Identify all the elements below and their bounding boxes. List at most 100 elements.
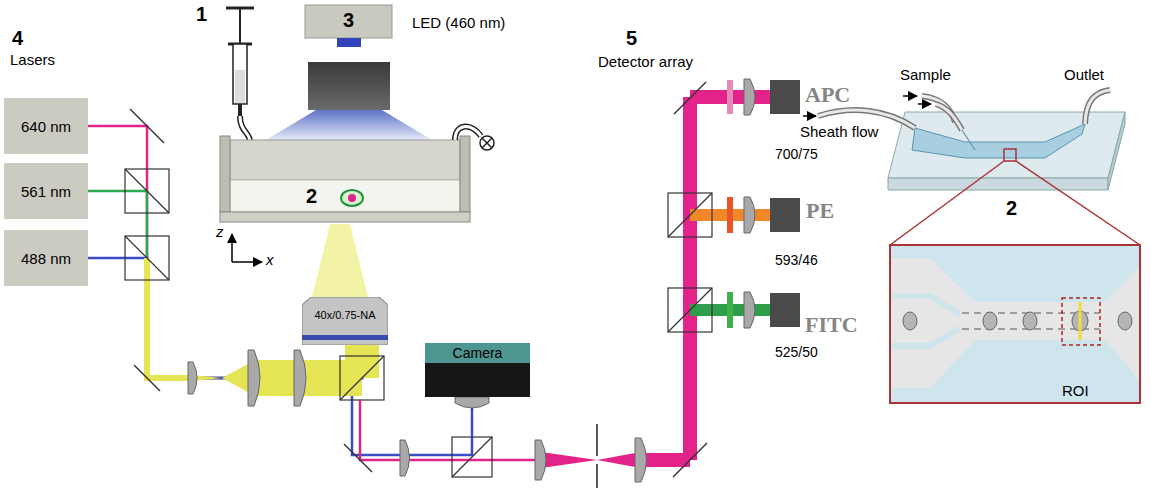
dichroic-cube: [668, 288, 712, 332]
flow-arrow: [918, 103, 931, 105]
flow-label-holder: Sample: [900, 67, 951, 83]
channel-name-holder: PE: [806, 200, 834, 222]
callout-number-holder: 3: [343, 10, 354, 30]
axis-label: x: [266, 252, 274, 267]
axis-label-holder: x: [266, 252, 274, 268]
part-label: LED (460 nm): [412, 15, 505, 30]
chip-lid: [230, 140, 460, 180]
mirror: [673, 443, 707, 477]
objective-outline: [302, 297, 388, 345]
inset-panel: [890, 245, 1140, 403]
detector: [770, 198, 800, 232]
callout-number: 3: [343, 10, 354, 30]
laser-box: 640 nm: [4, 98, 88, 154]
node-text: 40x/0.75-NA: [302, 309, 388, 321]
camera-box: Camera: [425, 343, 530, 397]
flow-label-holder: Outlet: [1064, 67, 1104, 83]
emission-beam: [541, 452, 597, 468]
part-label-holder: Lasers: [10, 52, 55, 68]
beam-splitter-diagonal: [452, 437, 492, 477]
zoom-line: [890, 161, 1004, 245]
region-label-holder: ROI: [1062, 383, 1089, 399]
chip-wall: [460, 136, 470, 212]
flow-arrow: [903, 95, 917, 97]
node-text: 561 nm: [19, 183, 73, 200]
valve-cross: [482, 138, 492, 148]
chip-channel: [230, 180, 460, 212]
cell: [1118, 312, 1132, 330]
cell: [341, 190, 363, 206]
channel-wall: [891, 296, 960, 314]
dichroic-cube: [668, 193, 712, 237]
condenser-block: [308, 62, 390, 110]
sample-tube: [936, 104, 962, 130]
led-light-cone: [266, 110, 432, 140]
chip-top: [888, 112, 1125, 178]
cell: [983, 312, 997, 330]
flow-arrow: [803, 115, 816, 117]
region-label: ROI: [1062, 383, 1089, 398]
part-label: Lasers: [10, 52, 55, 67]
emission-beam: [597, 453, 635, 467]
filter: [727, 292, 733, 328]
dichroic-diagonal: [668, 193, 712, 237]
zoom-line: [1016, 161, 1140, 245]
lens: [188, 362, 197, 394]
syringe-barrel: [233, 44, 247, 104]
lens: [400, 440, 410, 476]
beam-splitter-diagonal: [125, 169, 169, 213]
lens: [635, 438, 647, 482]
syringe-needle: [238, 104, 242, 116]
flow-label: Sheath flow: [800, 124, 878, 139]
callout-number-holder: 1: [196, 4, 207, 24]
callout-number: 2: [306, 186, 317, 206]
callout-number-holder: 5: [626, 28, 637, 48]
excitation-glow: [312, 224, 368, 297]
beam-splitter: [452, 437, 492, 477]
channel-wall: [891, 328, 960, 346]
laser-line: [1079, 302, 1082, 340]
inlet-tube: [240, 116, 250, 142]
axis-label: z: [216, 224, 224, 239]
axis-arrow: [232, 261, 262, 263]
beam-splitter-diagonal: [125, 236, 169, 280]
filter-band-holder: 593/46: [775, 252, 818, 268]
axis-label-holder: z: [216, 224, 224, 240]
roi-box: [1062, 298, 1100, 345]
filter-band-holder: 525/50: [775, 344, 818, 360]
beam-splitter: [125, 236, 169, 280]
filter: [727, 197, 733, 233]
axis-arrow: [231, 234, 233, 262]
node-text: Camera: [425, 343, 530, 363]
inlet-tube-core: [240, 116, 250, 142]
dichroic-diagonal: [340, 356, 384, 400]
channel-name: PE: [806, 200, 834, 222]
callout-number-holder: 2: [306, 186, 317, 206]
lens: [744, 197, 755, 233]
objective-band: [302, 335, 388, 340]
channel-name: FITC: [805, 314, 858, 336]
beam-splitter: [125, 169, 169, 213]
cell: [1023, 312, 1037, 330]
chip-side: [1108, 112, 1125, 190]
camera-lens: [455, 397, 489, 408]
expanded-beam: [345, 345, 379, 378]
dichroic-diagonal: [668, 288, 712, 332]
mirror: [674, 82, 706, 114]
outlet-tube-core: [455, 127, 481, 140]
cell: [903, 312, 917, 330]
chip-wall: [220, 136, 230, 212]
callout-number: 1: [196, 4, 207, 24]
cell-nucleus: [348, 194, 356, 202]
chip-base: [220, 212, 470, 222]
lens: [294, 350, 306, 406]
flow-label-holder: Sheath flow: [800, 124, 878, 140]
lens: [744, 292, 755, 328]
zoom-marker: [1004, 149, 1016, 161]
laser-box: 561 nm: [4, 163, 88, 219]
mirror: [344, 444, 372, 472]
detector: [770, 80, 800, 114]
node-text: 640 nm: [19, 118, 73, 135]
channel-name-holder: APC: [805, 84, 850, 106]
